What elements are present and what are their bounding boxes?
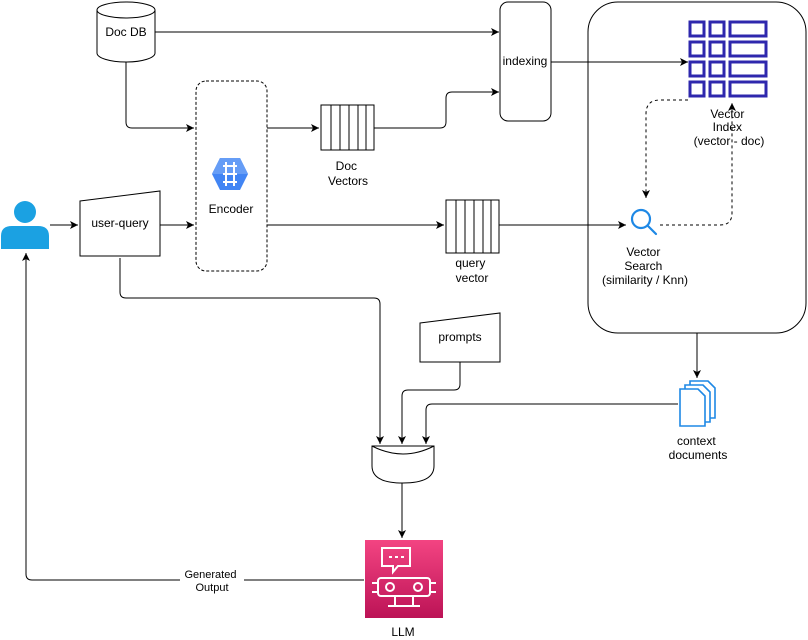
- svg-text:Generated Output: Generated Output: [184, 569, 239, 594]
- doc-vectors-node: Doc Vectors: [320, 104, 375, 188]
- indexing-label: indexing: [503, 54, 548, 68]
- magnifier-icon: [630, 208, 658, 236]
- query-vector-label-2: vector: [456, 271, 489, 285]
- context-docs-label-1: context: [677, 434, 716, 448]
- merge-node: [371, 445, 435, 484]
- edge-llm-user: [22, 253, 364, 581]
- query-vector-node: query vector: [445, 199, 500, 285]
- table-grid-icon: [688, 20, 768, 98]
- edge-docvectors-indexing: [374, 88, 499, 129]
- llm-label: LLM: [391, 625, 414, 639]
- user-query-node: user-query: [79, 190, 161, 257]
- indexing-node: indexing: [499, 1, 552, 122]
- doc-vectors-label-2: Vectors: [328, 174, 368, 188]
- user-icon: [1, 201, 49, 249]
- query-vector-label-1: query: [455, 256, 485, 270]
- vector-index-label-1: Vector: [710, 107, 744, 121]
- edges: [22, 28, 701, 581]
- vector-search-label-2: Search: [624, 259, 662, 273]
- doc-vectors-label-1: Doc: [336, 159, 357, 173]
- documents-icon: [679, 380, 716, 427]
- vector-search-label-1: Vector: [626, 245, 660, 259]
- encoder-label: Encoder: [209, 202, 254, 216]
- dotted-edges: [642, 99, 736, 226]
- svg-text:Vector Index (vector -: Vector Index (vector - doc): [694, 107, 765, 148]
- user-query-label: user-query: [91, 216, 148, 230]
- encoder-node: Encoder: [195, 80, 268, 272]
- context-docs-label-2: documents: [669, 448, 728, 462]
- generated-output-label-2: Output: [195, 582, 228, 594]
- edge-query-merge: [119, 258, 384, 444]
- svg-text:query vector: query vector: [455, 256, 488, 285]
- prompts-node: prompts: [419, 312, 501, 363]
- doc-db-node: Doc DB: [96, 1, 156, 63]
- vector-index-label-3: (vector - doc): [694, 134, 765, 148]
- edge-index-search: [642, 99, 688, 198]
- edge-context-merge: [422, 403, 678, 444]
- svg-text:Doc Vectors: Doc Vectors: [328, 159, 368, 188]
- edge-search-index: [660, 103, 736, 226]
- vector-index-label-2: Index: [713, 120, 742, 134]
- prompts-label: prompts: [438, 330, 481, 344]
- vector-search-label-3: (similarity / Knn): [602, 273, 688, 287]
- llm-node: LLM: [365, 540, 443, 639]
- edge-prompts-merge: [398, 362, 461, 444]
- edge-docdb-encoder: [125, 62, 194, 132]
- generated-output-label-1: Generated: [184, 569, 236, 581]
- doc-db-label: Doc DB: [105, 25, 146, 39]
- brain-chip-icon: [212, 158, 248, 190]
- svg-text:Vector Search (similar: Vector Search (similarity / Knn): [602, 245, 688, 287]
- svg-text:context documents: context documents: [669, 434, 728, 462]
